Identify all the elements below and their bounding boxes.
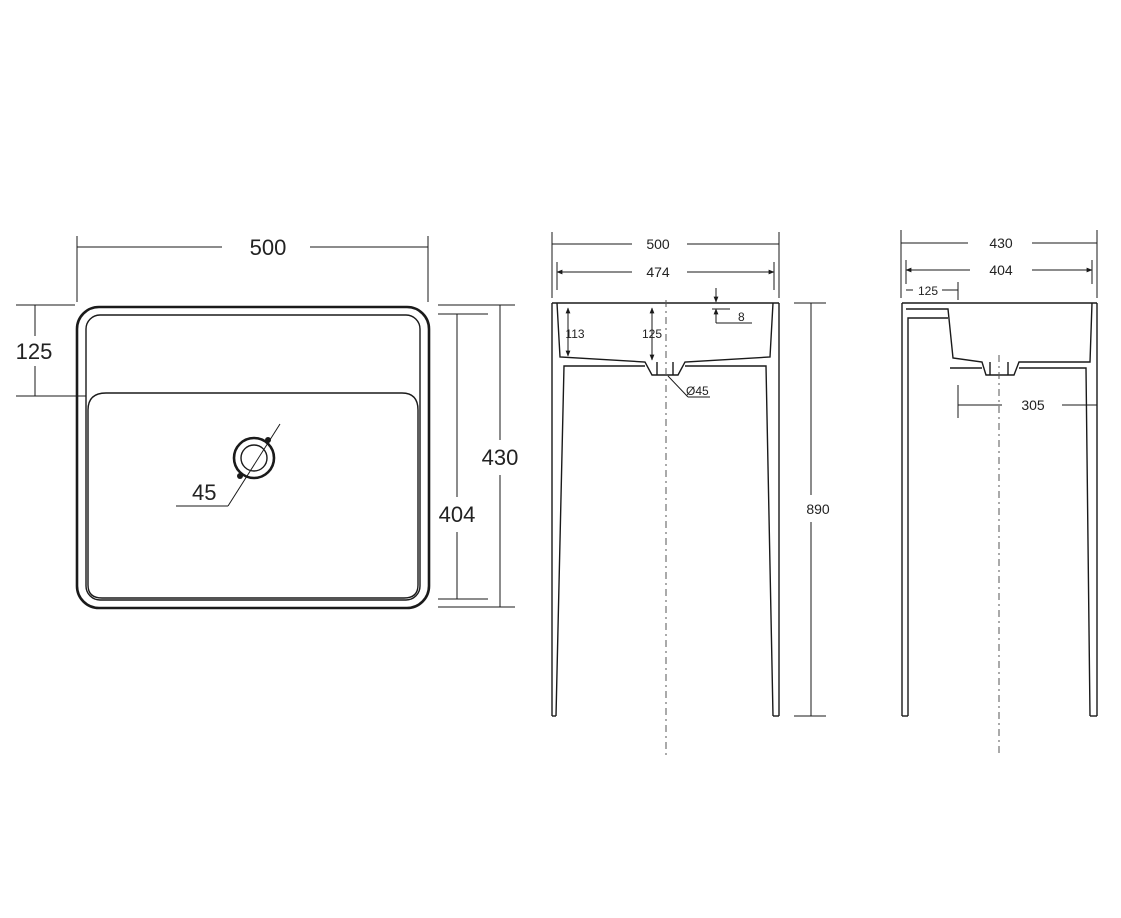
top-view-inner-outline [85,314,421,601]
front-view-drain-leader [667,375,689,398]
front-view-depth-center-label: 125 [642,327,662,341]
top-view-drain-inner [240,444,268,472]
front-view-inner-label: 474 [646,264,670,280]
side-view-deck-label: 125 [918,284,938,298]
side-view: 430 404 125 305 [900,230,1098,756]
top-view-bowl [87,392,419,599]
top-view-drain-dot-b [237,473,243,479]
front-view-bowl [556,302,774,376]
top-view-drain-leader [227,423,281,507]
top-view-width-label: 500 [250,235,287,260]
top-view-drain-outer [232,436,276,480]
top-view-inner-label: 404 [439,502,476,527]
front-view-drain-bottom [656,362,674,375]
top-view-outer-outline [75,305,431,610]
top-view-drain-dot-a [265,437,271,443]
front-view-depth-side-label: 113 [565,327,584,341]
front-view-width-label: 500 [646,236,670,252]
side-view-depth-label: 430 [989,235,1013,251]
side-view-drain-label: 305 [1021,397,1045,413]
top-view: 45 500 125 430 404 [16,235,519,610]
front-view-drain-label: Ø45 [686,384,709,398]
side-view-drain-bottom [989,362,1009,375]
front-view-height-label: 890 [806,501,830,517]
front-view: 500 474 8 113 125 Ø45 890 [551,232,830,756]
top-view-drain-label: 45 [192,480,216,505]
side-view-inner-label: 404 [989,262,1013,278]
front-view-rim-label: 8 [738,310,745,324]
top-view-deck-label: 125 [16,339,53,364]
side-view-bowl [906,302,1093,376]
top-view-depth-label: 430 [482,445,519,470]
side-view-inner-shell [907,317,1091,717]
front-view-inner-shell [555,365,774,717]
